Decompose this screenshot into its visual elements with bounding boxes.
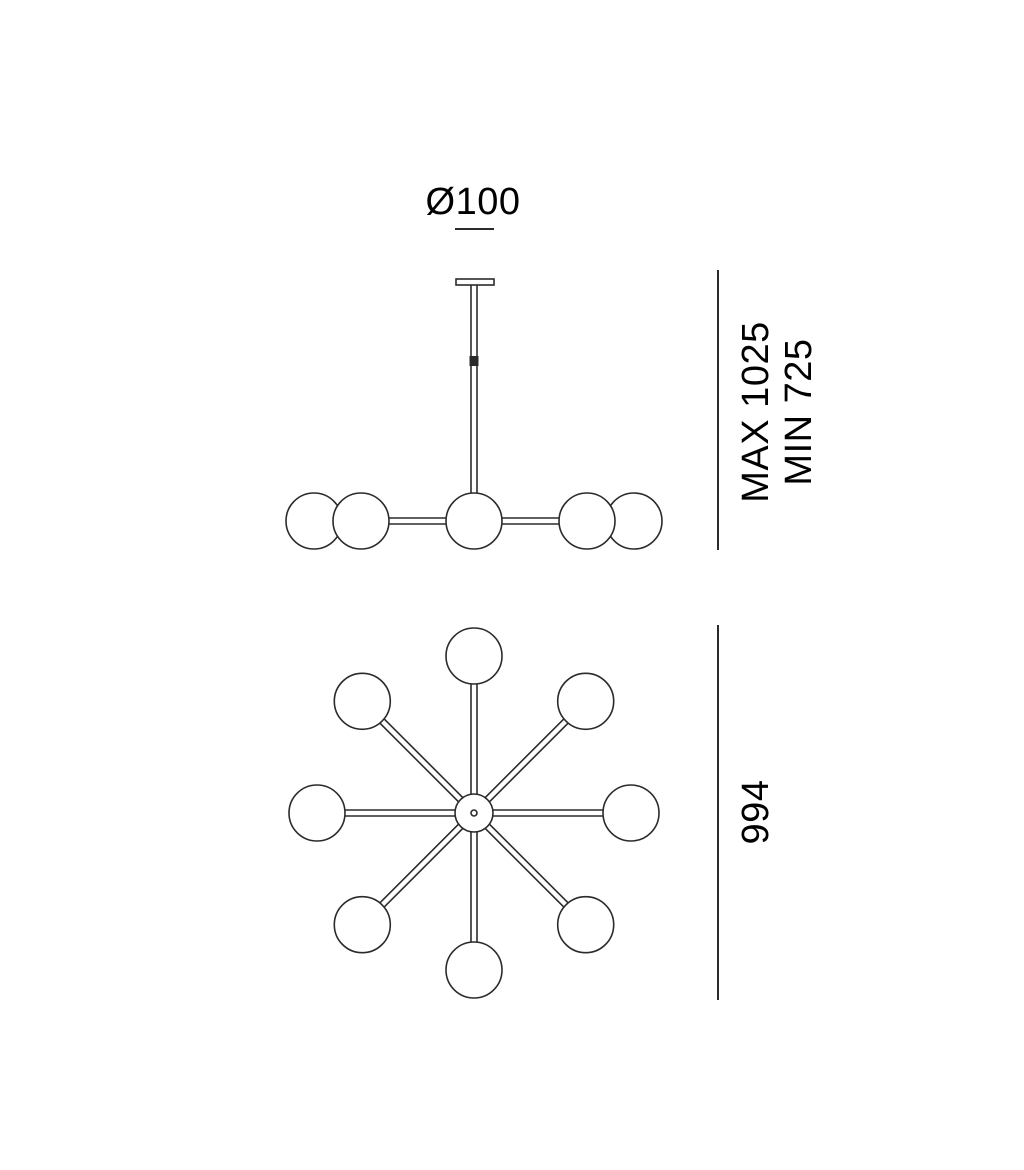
top-arm-4-a	[484, 827, 566, 910]
top-arm-2-a	[488, 721, 571, 803]
top-arm-8-b	[377, 721, 460, 803]
top-arm-4-b	[488, 823, 571, 905]
top-globes	[288, 627, 660, 999]
height-dimension: MAX 1025 MIN 725	[717, 270, 820, 550]
side-arms	[388, 517, 560, 525]
side-globe-3	[332, 492, 390, 550]
width-dimension: 994	[717, 625, 777, 1000]
height-min-label: MIN 725	[778, 338, 820, 485]
side-globes	[285, 492, 663, 550]
top-globe-4	[556, 895, 615, 954]
top-globe-2	[556, 672, 615, 731]
top-arm-8-a	[382, 716, 464, 799]
top-globe-3	[602, 784, 660, 842]
height-max-label: MAX 1025	[735, 321, 777, 502]
top-globe-7	[288, 784, 346, 842]
top-arms	[343, 682, 605, 944]
diameter-dimension: Ø100	[426, 181, 521, 230]
side-globe-5	[445, 492, 503, 550]
top-arm-2-b	[484, 716, 566, 799]
top-arm-6-a	[377, 823, 460, 905]
side-elevation-view	[285, 278, 663, 550]
side-globe-4	[558, 492, 616, 550]
width-label: 994	[735, 780, 777, 845]
top-globe-1	[445, 627, 503, 685]
top-globe-8	[333, 672, 392, 731]
top-globe-6	[333, 895, 392, 954]
rod-coupler	[469, 356, 479, 366]
diameter-label: Ø100	[426, 181, 521, 223]
top-arm-6-b	[382, 827, 464, 910]
ceiling-canopy	[455, 278, 495, 286]
top-globe-5	[445, 941, 503, 999]
top-plan-view	[288, 627, 660, 999]
hub-center	[470, 809, 478, 817]
